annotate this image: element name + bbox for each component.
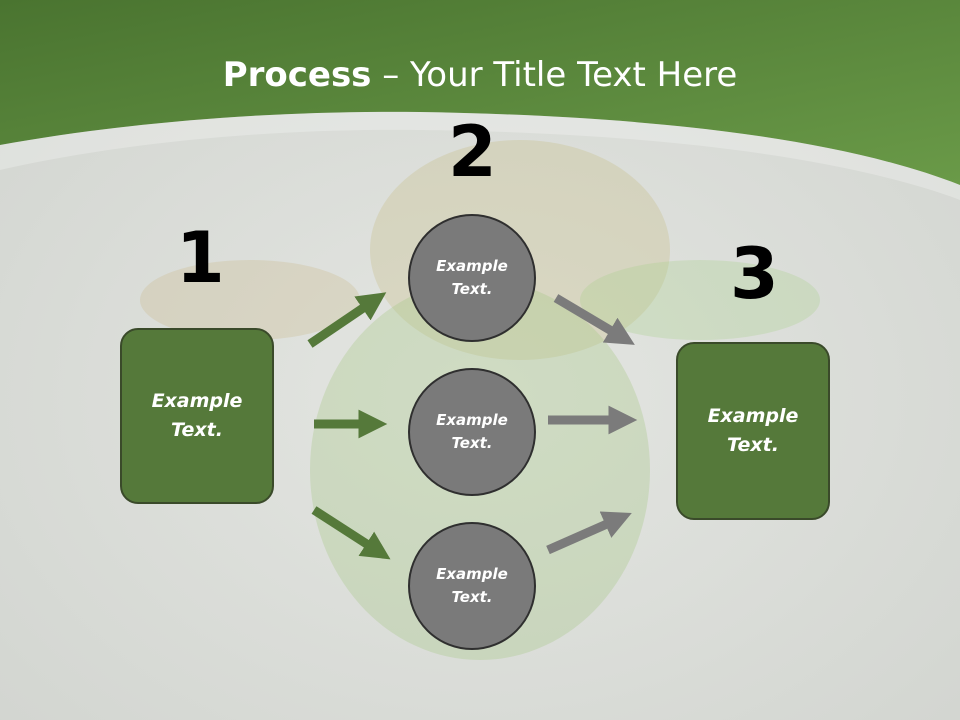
circle-2-line1: Example [436, 411, 508, 429]
right-box-line2: Text. [727, 434, 779, 456]
circle-3-line1: Example [436, 565, 508, 583]
title-bold: Process [222, 55, 372, 95]
circle-2-line2: Text. [451, 434, 493, 452]
circle-3-line2: Text. [451, 588, 493, 606]
right-box-line1: Example [707, 405, 799, 427]
circle-3: Example Text. [408, 522, 536, 650]
circle-1-line1: Example [436, 257, 508, 275]
step-number-1: 1 [176, 217, 225, 299]
left-box-line1: Example [151, 390, 243, 412]
right-box: Example Text. [676, 342, 830, 520]
circle-1: Example Text. [408, 214, 536, 342]
step-number-2: 2 [448, 111, 497, 193]
left-box-line2: Text. [171, 419, 223, 441]
slide-title: Process – Your Title Text Here [0, 50, 960, 100]
circle-2: Example Text. [408, 368, 536, 496]
title-rest: – Your Title Text Here [371, 55, 738, 95]
step-number-3: 3 [730, 233, 779, 315]
left-box: Example Text. [120, 328, 274, 504]
circle-1-line2: Text. [451, 280, 493, 298]
